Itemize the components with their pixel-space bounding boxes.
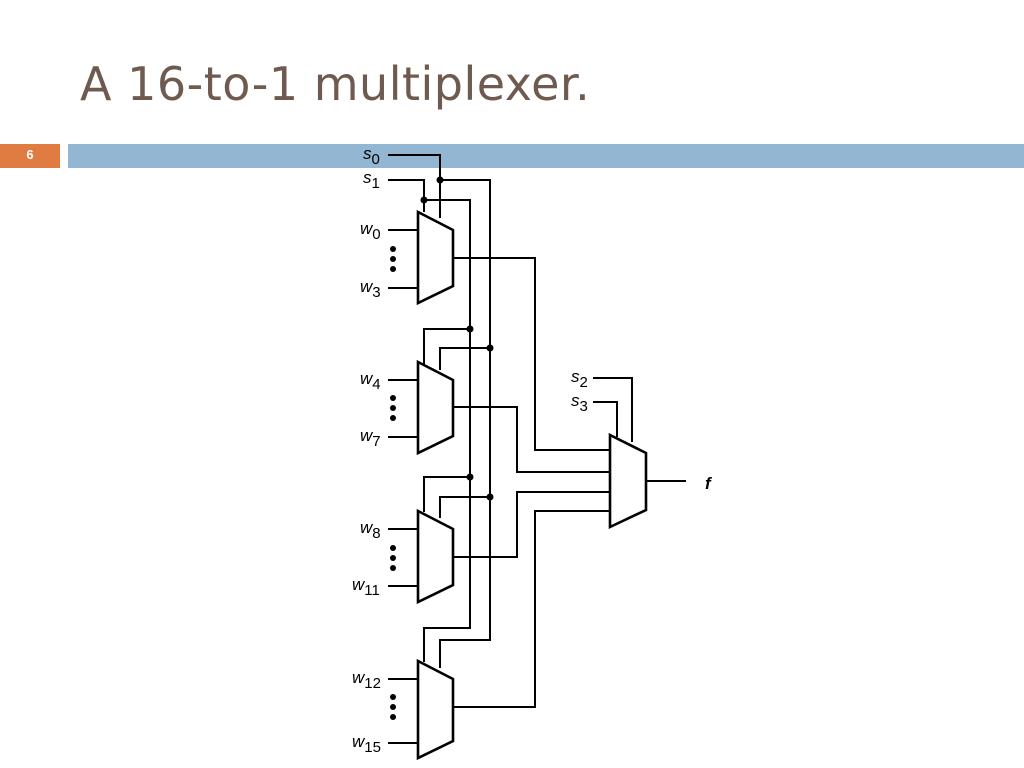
label-w11: w11 bbox=[352, 575, 380, 599]
junction-dot bbox=[420, 196, 428, 204]
label-w8: w8 bbox=[360, 518, 381, 542]
junction-dot bbox=[466, 325, 474, 333]
label-s3: s3 bbox=[571, 391, 588, 415]
select-line-s1 bbox=[388, 179, 471, 662]
label-w0: w0 bbox=[360, 219, 381, 243]
stage1-output-wires bbox=[453, 257, 610, 708]
label-output-f: f bbox=[705, 474, 713, 493]
select-lines-s2-s3 bbox=[593, 377, 633, 442]
mux-4to1-block-3 bbox=[416, 658, 455, 761]
slide-number: 6 bbox=[0, 144, 60, 168]
title-divider-bar bbox=[68, 144, 1024, 168]
junction-dots bbox=[420, 176, 494, 501]
label-w15: w15 bbox=[352, 732, 381, 756]
slide-title: A 16-to-1 multiplexer. bbox=[80, 57, 591, 111]
junction-dot bbox=[436, 176, 444, 184]
input-ellipsis-dots bbox=[390, 246, 396, 720]
input-wires bbox=[388, 229, 418, 744]
junction-dot bbox=[486, 493, 494, 501]
mux-4to1-block-1 bbox=[416, 359, 455, 456]
label-s2: s2 bbox=[571, 367, 588, 391]
label-w3: w3 bbox=[360, 277, 381, 301]
label-s1: s1 bbox=[363, 168, 380, 192]
label-w4: w4 bbox=[360, 369, 381, 393]
mux-4to1-output-block bbox=[608, 432, 648, 530]
label-w12: w12 bbox=[352, 668, 381, 692]
junction-dot bbox=[486, 344, 494, 352]
select-line-s0 bbox=[388, 154, 491, 668]
label-s0: s0 bbox=[363, 144, 380, 168]
mux-4to1-block-0 bbox=[416, 209, 455, 306]
junction-dot bbox=[466, 473, 474, 481]
label-w7: w7 bbox=[360, 426, 381, 450]
mux-4to1-block-2 bbox=[416, 508, 455, 605]
